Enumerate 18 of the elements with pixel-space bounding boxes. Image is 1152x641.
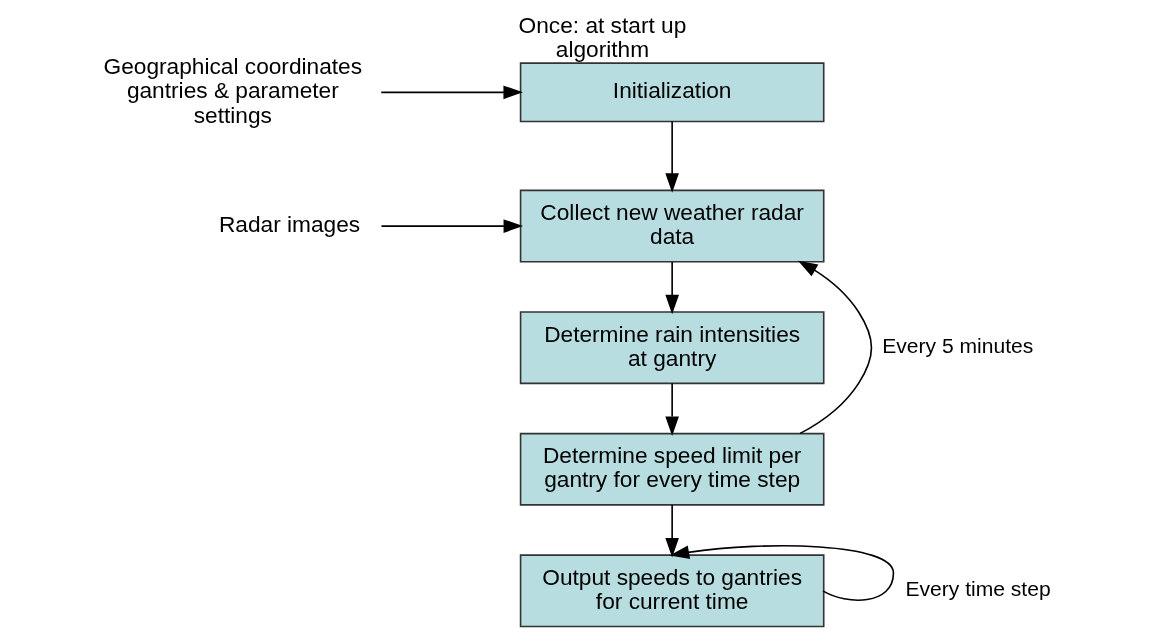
arrow: [379, 85, 523, 100]
node-box: Determine speed limit per gantry for every time step: [519, 432, 825, 506]
node-box: Collect new weather radar data: [519, 189, 825, 263]
node-box: Determine rain intensities at gantry: [519, 311, 825, 385]
arrow: [797, 260, 872, 435]
node-box: Initialization: [519, 62, 825, 123]
arrow: [664, 120, 679, 193]
node-text: Geographical coordinates gantries & parameter settings: [103, 53, 362, 128]
arrow: [664, 504, 679, 558]
node-box: Output speeds to gantries for current time: [519, 554, 825, 628]
arrow: [669, 545, 894, 601]
arrow: [664, 382, 679, 436]
edge-label: Every 5 minutes: [881, 334, 1033, 358]
node-label: Once: at start up algorithm: [518, 11, 686, 62]
node-text: Radar images: [218, 211, 360, 238]
edge-label: Every time step: [904, 577, 1051, 601]
arrow: [664, 261, 679, 315]
arrow: [380, 219, 523, 233]
